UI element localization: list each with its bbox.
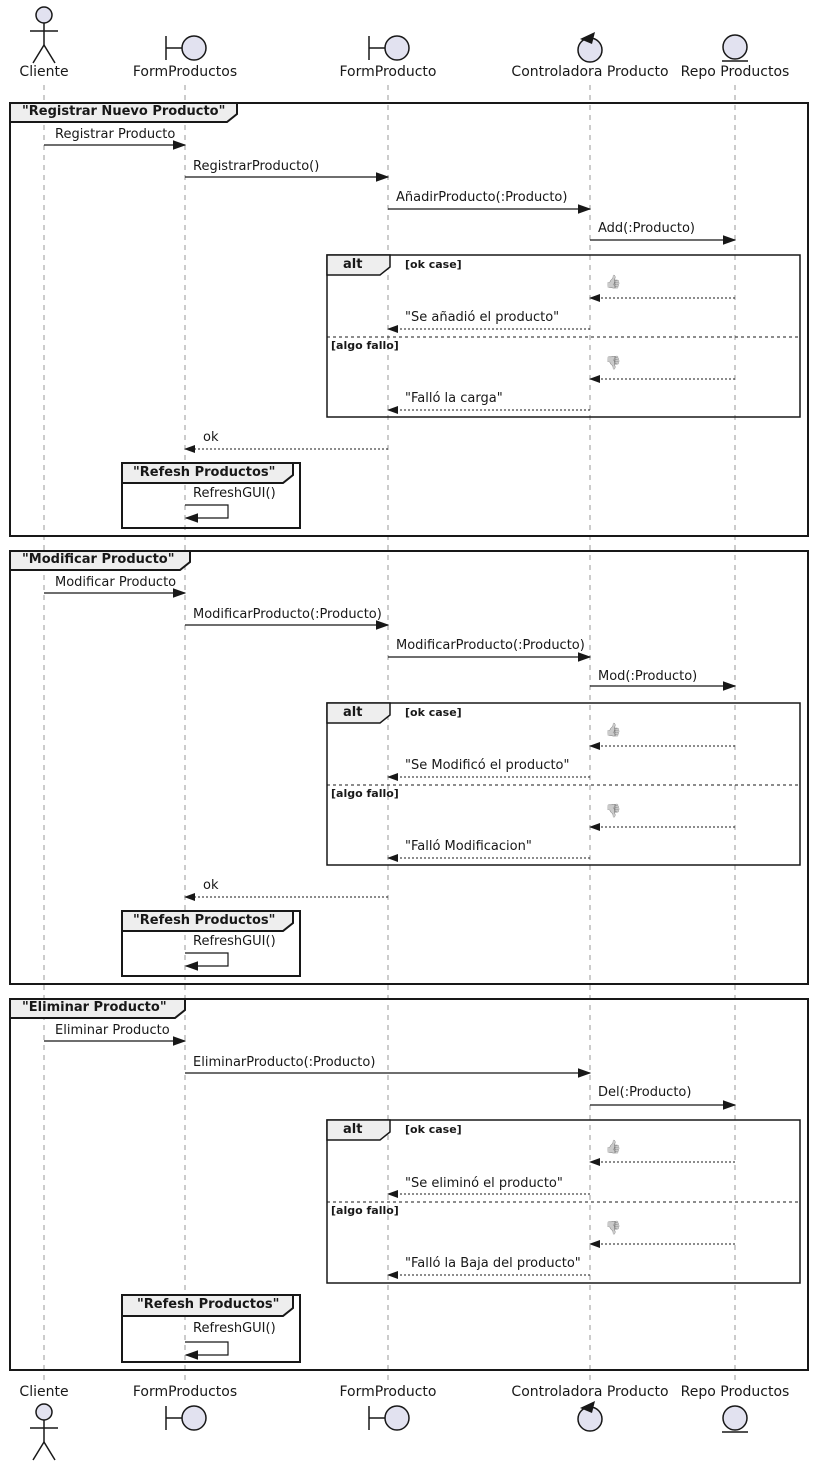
control-icon	[577, 32, 603, 63]
message-label: Del(:Producto)	[598, 1085, 692, 1100]
return-arrows	[184, 294, 735, 1279]
thumbs-up-icon: 👍	[605, 275, 622, 290]
entity-icon	[722, 34, 748, 62]
response-label: "Se eliminó el producto"	[405, 1176, 563, 1191]
group-title: "Registrar Nuevo Producto"	[22, 104, 226, 119]
message-label: EliminarProducto(:Producto)	[193, 1055, 376, 1070]
thumbs-up-icon: 👍	[605, 1140, 622, 1155]
top-participant-icons	[30, 6, 748, 64]
alt-guard-ok: [ok case]	[405, 258, 462, 271]
participant-label-formproductos: FormProductos	[132, 1384, 238, 1400]
message-label: AñadirProducto(:Producto)	[396, 190, 568, 205]
alt-dividers	[327, 336, 800, 1203]
alt-operator-tabs	[326, 254, 391, 1141]
thumbs-down-icon: 👎	[605, 804, 622, 819]
alt-guard-fail: [algo fallo]	[331, 339, 399, 352]
alt-operator: alt	[343, 705, 363, 720]
message-label: Modificar Producto	[55, 575, 177, 590]
bottom-participant-icons	[30, 1401, 748, 1461]
alt-operator: alt	[343, 257, 363, 272]
refresh-header-tabs	[121, 462, 294, 1317]
participant-label-repo: Repo Productos	[680, 64, 790, 80]
alt-guard-ok: [ok case]	[405, 706, 462, 719]
message-label: ModificarProducto(:Producto)	[193, 607, 382, 622]
actor-icon	[30, 6, 58, 64]
alt-guard-fail: [algo fallo]	[331, 787, 399, 800]
participant-label-formproducto: FormProducto	[339, 1384, 437, 1400]
thumbs-up-icon: 👍	[605, 723, 622, 738]
message-label: Add(:Producto)	[598, 221, 696, 236]
return-label: ok	[203, 430, 219, 445]
thumbs-down-icon: 👎	[605, 356, 622, 371]
message-label: Registrar Producto	[55, 127, 176, 142]
boundary-icon	[165, 35, 207, 61]
refresh-group-title: "Refesh Productos"	[133, 465, 276, 480]
group-title: "Modificar Producto"	[22, 552, 175, 567]
self-message-label: RefreshGUI()	[193, 934, 276, 949]
actor-icon	[30, 1403, 58, 1461]
message-label: ModificarProducto(:Producto)	[396, 638, 585, 653]
refresh-group-title: "Refesh Productos"	[137, 1297, 280, 1312]
message-label: Mod(:Producto)	[598, 669, 698, 684]
response-label: "Falló la Baja del producto"	[405, 1256, 581, 1271]
participant-label-repo: Repo Productos	[680, 1384, 790, 1400]
self-message-arrows	[184, 504, 229, 1360]
response-label: "Falló Modificacion"	[405, 839, 532, 854]
message-label: RegistrarProducto()	[193, 159, 320, 174]
boundary-icon	[368, 1405, 410, 1431]
group-frames	[9, 102, 809, 1371]
return-label: ok	[203, 878, 219, 893]
call-arrows	[44, 140, 737, 1110]
alt-guard-fail: [algo fallo]	[331, 1204, 399, 1217]
lifelines	[43, 85, 736, 1384]
group-title: "Eliminar Producto"	[22, 1000, 167, 1015]
thumbs-down-icon: 👎	[605, 1221, 622, 1236]
participant-label-formproducto: FormProducto	[339, 64, 437, 80]
response-label: "Falló la carga"	[405, 391, 503, 406]
refresh-group-title: "Refesh Productos"	[133, 913, 276, 928]
self-message-label: RefreshGUI()	[193, 1321, 276, 1336]
self-message-label: RefreshGUI()	[193, 486, 276, 501]
control-icon	[577, 1401, 603, 1432]
response-label: "Se añadió el producto"	[405, 310, 560, 325]
participant-label-formproductos: FormProductos	[132, 64, 238, 80]
boundary-icon	[165, 1405, 207, 1431]
message-label: Eliminar Producto	[55, 1023, 170, 1038]
participant-label-cliente: Cliente	[19, 1384, 69, 1400]
group-header-tabs	[9, 102, 238, 1019]
alt-operator: alt	[343, 1122, 363, 1137]
participant-label-controladora: Controladora Producto	[511, 1384, 669, 1400]
response-label: "Se Modificó el producto"	[405, 758, 570, 773]
participant-label-controladora: Controladora Producto	[511, 64, 669, 80]
boundary-icon	[368, 35, 410, 61]
alt-guard-ok: [ok case]	[405, 1123, 462, 1136]
participant-label-cliente: Cliente	[19, 64, 69, 80]
entity-icon	[722, 1405, 748, 1433]
